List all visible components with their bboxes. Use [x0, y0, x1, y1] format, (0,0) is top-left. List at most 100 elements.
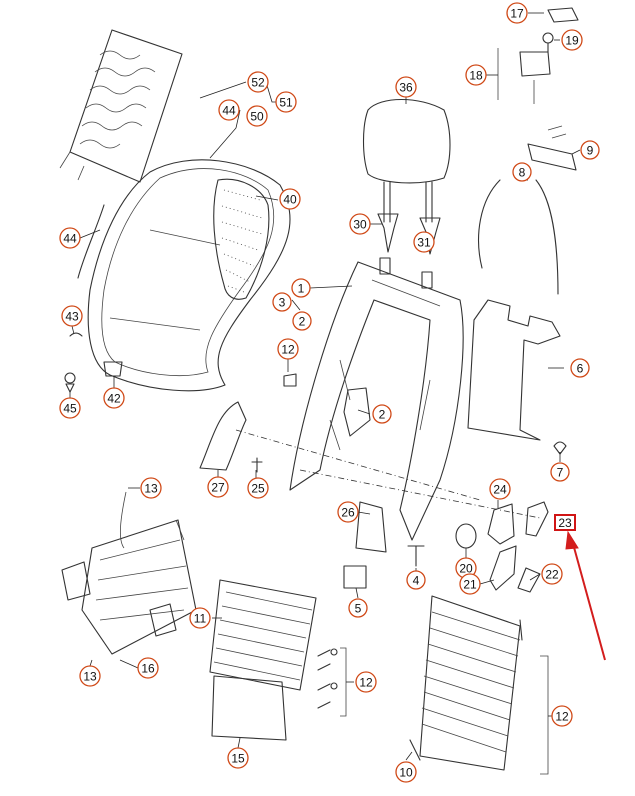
callout-number: 12	[281, 343, 295, 357]
callout-ring	[580, 140, 600, 160]
callout-ring	[79, 665, 101, 687]
highlighted-callout-23[interactable]: 23	[554, 514, 576, 531]
callout-number: 25	[251, 482, 265, 496]
callout-24[interactable]: 24	[489, 478, 511, 500]
switch-parts	[497, 7, 579, 104]
callout-15[interactable]: 15	[227, 747, 249, 769]
callout-13[interactable]: 13	[140, 477, 162, 499]
callout-number: 44	[222, 104, 236, 118]
callout-44[interactable]: 44	[59, 227, 81, 249]
callout-3[interactable]: 3	[272, 292, 292, 312]
callout-ring	[227, 747, 249, 769]
callout-13[interactable]: 13	[79, 665, 101, 687]
callout-number: 13	[83, 670, 97, 684]
callout-40[interactable]: 40	[279, 188, 301, 210]
callout-ring	[218, 99, 240, 121]
callout-31[interactable]: 31	[413, 231, 435, 253]
callout-5[interactable]: 5	[348, 598, 368, 618]
callout-ring	[541, 563, 563, 585]
callout-ring	[489, 478, 511, 500]
callout-27[interactable]: 27	[207, 476, 229, 498]
callout-ring	[247, 71, 269, 93]
callout-2[interactable]: 2	[372, 404, 392, 424]
callout-16[interactable]: 16	[137, 657, 159, 679]
callout-ring	[465, 64, 487, 86]
cushion-frame	[61, 491, 197, 655]
callout-18[interactable]: 18	[465, 64, 487, 86]
callout-12[interactable]: 12	[355, 671, 377, 693]
callout-12[interactable]: 12	[551, 705, 573, 727]
callout-1[interactable]: 1	[291, 278, 311, 298]
heating-mat	[59, 29, 183, 183]
callout-ring	[246, 105, 268, 127]
callout-number: 3	[279, 296, 286, 310]
axis-line-upper	[235, 429, 481, 501]
callout-ring	[103, 387, 125, 409]
callout-ring	[355, 671, 377, 693]
callout-25[interactable]: 25	[247, 477, 269, 499]
callout-43[interactable]: 43	[61, 305, 83, 327]
callout-8[interactable]: 8	[512, 162, 532, 182]
callout-52[interactable]: 52	[247, 71, 269, 93]
callout-number: 26	[341, 506, 355, 520]
callout-ring	[189, 607, 211, 629]
spring-mat-10	[409, 595, 549, 775]
callout-30[interactable]: 30	[349, 213, 371, 235]
callout-ring	[292, 311, 312, 331]
seat-back-foam	[213, 178, 270, 300]
callout-11[interactable]: 11	[189, 607, 211, 629]
callout-4[interactable]: 4	[406, 570, 426, 590]
callout-ring	[395, 76, 417, 98]
callout-44[interactable]: 44	[218, 99, 240, 121]
callout-26[interactable]: 26	[337, 501, 359, 523]
lumbar-wiring	[478, 125, 577, 295]
callout-36[interactable]: 36	[395, 76, 417, 98]
callout-ring	[551, 705, 573, 727]
callout-ring	[348, 598, 368, 618]
callout-ring	[247, 477, 269, 499]
callout-number: 40	[283, 193, 297, 207]
callout-19[interactable]: 19	[561, 29, 583, 51]
callout-21[interactable]: 21	[459, 573, 481, 595]
callout-ring	[413, 231, 435, 253]
callout-number: 2	[379, 408, 386, 422]
callout-10[interactable]: 10	[395, 761, 417, 783]
callout-number: 15	[231, 752, 245, 766]
axis-line-lower	[299, 469, 541, 519]
callout-number: 22	[545, 568, 559, 582]
callout-20[interactable]: 20	[455, 557, 477, 579]
callout-12[interactable]: 12	[277, 338, 299, 360]
callout-17[interactable]: 17	[506, 2, 528, 24]
callout-number: 42	[107, 392, 121, 406]
callout-number: 8	[519, 166, 526, 180]
cable-44	[77, 204, 105, 279]
callout-ring	[275, 91, 297, 113]
callout-ring	[395, 761, 417, 783]
callout-number: 24	[493, 483, 507, 497]
back-panel	[467, 299, 561, 441]
callout-number: 36	[399, 81, 413, 95]
callout-22[interactable]: 22	[541, 563, 563, 585]
red-arrow	[565, 530, 606, 661]
seat-back-frame	[289, 257, 464, 541]
callout-45[interactable]: 45	[59, 397, 81, 419]
callout-ring	[140, 477, 162, 499]
callout-9[interactable]: 9	[580, 140, 600, 160]
callout-ring	[59, 227, 81, 249]
callout-number: 30	[353, 218, 367, 232]
callout-51[interactable]: 51	[275, 91, 297, 113]
callout-2[interactable]: 2	[292, 311, 312, 331]
callout-7[interactable]: 7	[550, 462, 570, 482]
callout-number: 51	[279, 96, 293, 110]
callout-ring	[372, 404, 392, 424]
callout-ring	[506, 2, 528, 24]
callout-50[interactable]: 50	[246, 105, 268, 127]
callout-6[interactable]: 6	[570, 358, 590, 378]
callout-42[interactable]: 42	[103, 387, 125, 409]
callout-number: 27	[211, 481, 225, 495]
callout-ring	[272, 292, 292, 312]
seat-back-cover	[87, 159, 291, 392]
callout-ring	[279, 188, 301, 210]
mounting-plate	[211, 675, 287, 741]
